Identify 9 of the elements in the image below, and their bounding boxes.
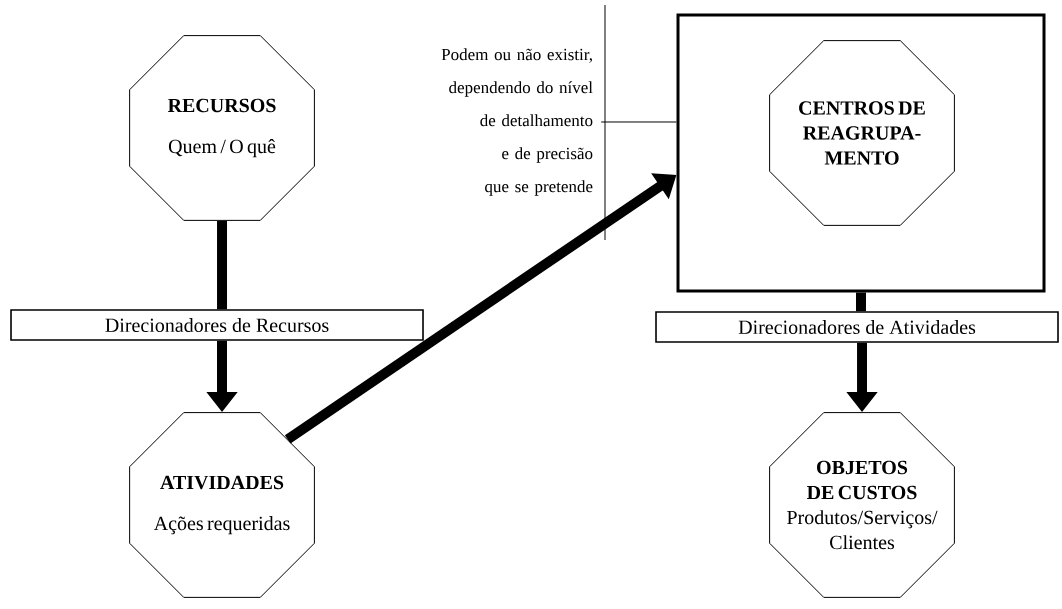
group-frame: [676, 13, 1046, 293]
octagon-node: OBJETOS DE CUSTOS Produtos/Serviços/ Clientes: [769, 412, 955, 598]
note-text: Podem ou não existir, dependendo do nível de detalhamento e de precisão que se pretende: [441, 48, 593, 196]
octagon-node: ATIVIDADES Ações requeridas: [129, 412, 315, 598]
driver-box: Direcionadores de Recursos: [10, 309, 424, 341]
driver-box: Direcionadores de Atividades: [655, 311, 1059, 343]
leader-line: [600, 121, 677, 123]
octagon-node: RECURSOS Quem / O quê: [129, 35, 315, 221]
octagon-node: CENTROS DE REAGRUPA- MENTO: [769, 40, 955, 226]
